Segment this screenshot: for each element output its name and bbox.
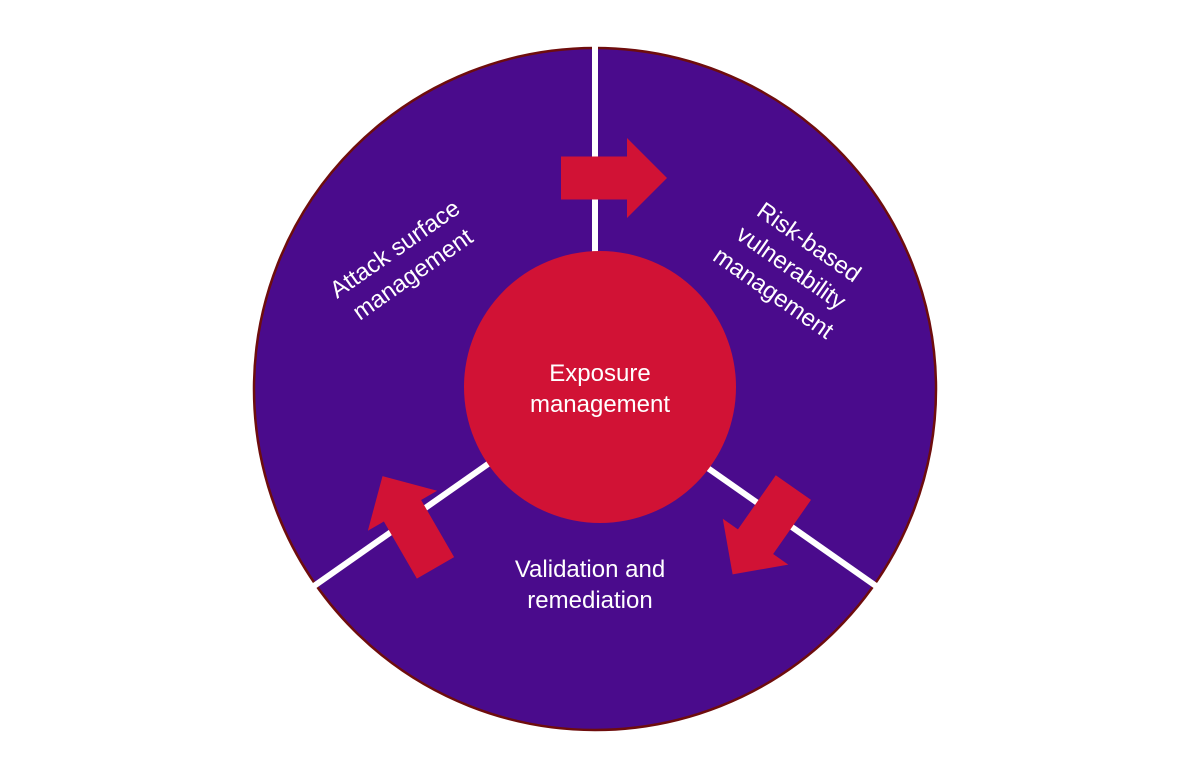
flow-arrow-right-icon	[561, 138, 667, 218]
center-label: Exposure management	[529, 360, 671, 418]
center-circle	[464, 251, 736, 523]
flow-arrow-up-left-icon	[367, 476, 455, 579]
flow-arrow-down-left-icon	[722, 475, 812, 575]
segment-label-validation: Validation and remediation	[514, 556, 666, 614]
